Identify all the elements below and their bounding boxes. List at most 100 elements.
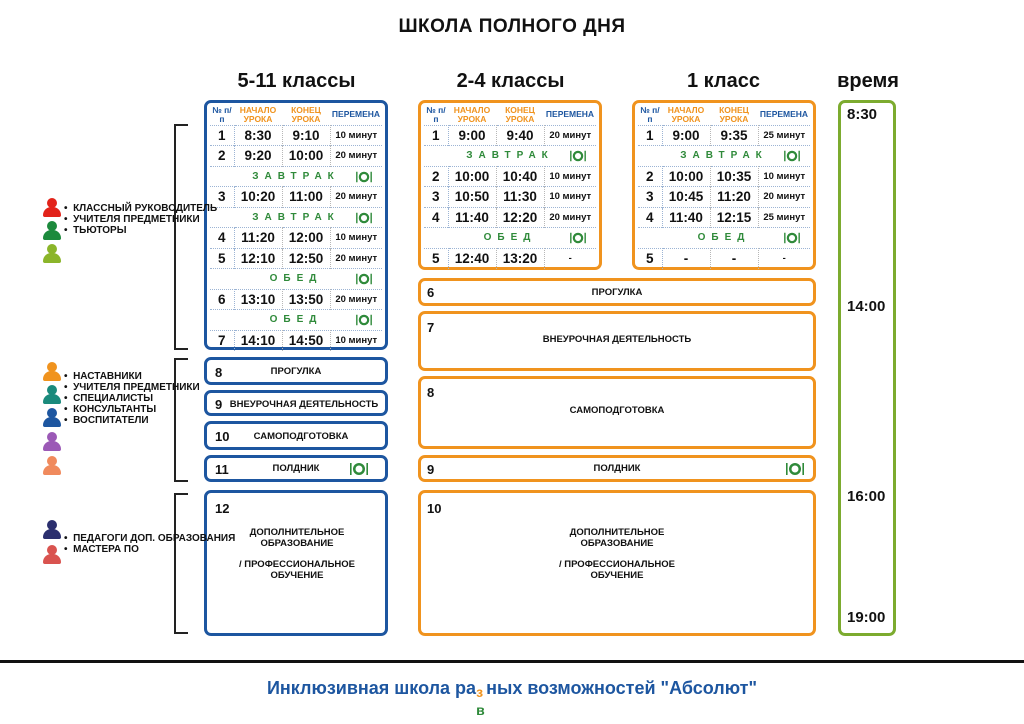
block-label: ПОЛДНИК [272,463,320,474]
block-label: ПРОГУЛКА [591,287,643,298]
meal-label: ОБЕД [424,227,596,248]
lesson-end: 13:50 [282,288,331,310]
lesson-break: 20 минут [330,288,382,310]
header-break: ПЕРЕМЕНА [759,109,809,120]
lesson-number: 4 [210,227,235,248]
legend-item: • СПЕЦИАЛИСТЫ [64,393,154,404]
meal-icon [784,150,800,162]
block-walk-1-4: 6 ПРОГУЛКА [418,278,816,306]
person-icon-salmon [43,456,61,476]
meal-row: ОБЕД [424,227,596,248]
header-num: № п/п [640,104,660,124]
lesson-break: 10 минут [330,227,382,248]
lesson-start: 12:40 [448,247,497,269]
header-break: ПЕРЕМЕНА [331,109,381,120]
meal-label: ЗАВТРАК [424,145,596,166]
meal-icon [356,212,372,223]
meal-icon [356,314,372,326]
person-icon-navy [43,520,61,540]
lesson-number: 7 [210,329,235,351]
person-icon-lime [43,244,61,264]
schedule-5-11: № п/п НАЧАЛО УРОКА КОНЕЦ УРОКА ПЕРЕМЕНА … [204,100,388,351]
block-number: 8 [215,365,223,380]
lesson-end: 12:15 [710,206,759,228]
time-label: 19:00 [847,609,886,626]
legend-item: • КОНСУЛЬТАНТЫ [64,404,157,415]
lesson-number: 6 [210,288,235,310]
header-start: НАЧАЛО УРОКА [667,104,705,124]
lesson-start: 10:20 [234,186,283,207]
lesson-number: 5 [424,247,449,269]
meal-label: ОБЕД [638,227,810,248]
lesson-start: - [662,247,711,269]
block-number: 11 [215,462,229,477]
legend-item: • ВОСПИТАТЕЛИ [64,415,149,426]
lesson-break: - [758,247,810,269]
header-start: НАЧАЛО УРОКА [453,104,491,124]
lesson-row: 5--- [638,247,810,269]
header-end: КОНЕЦ УРОКА [291,104,321,124]
block-number: 9 [427,462,435,477]
schedule-table-2-4: № п/п НАЧАЛО УРОКА КОНЕЦ УРОКА ПЕРЕМЕНА … [424,103,596,269]
lesson-number: 1 [210,124,235,146]
block-line2: / ПРОФЕССИОНАЛЬНОЕ ОБУЧЕНИЕ [558,559,675,581]
meal-icon [350,463,368,475]
lesson-break: 25 минут [758,206,810,228]
bracket-group-2 [174,358,188,482]
lesson-number: 1 [424,124,449,146]
lesson-start: 11:20 [234,227,283,248]
person-icon-blue [43,408,61,428]
block-line1: ДОПОЛНИТЕЛЬНОЕ ОБРАЗОВАНИЕ [249,527,345,549]
lesson-number: 4 [424,206,449,228]
block-number: 9 [215,397,223,412]
lesson-break: 10 минут [544,165,596,187]
bracket-group-1 [174,124,188,350]
meal-icon [786,463,804,475]
block-number: 6 [427,285,435,300]
lesson-start: 9:00 [448,124,497,146]
block-label: ВНЕУРОЧНАЯ ДЕЯТЕЛЬНОСТЬ [542,334,692,345]
block-number: 7 [427,320,435,335]
person-icon-orange [43,362,61,382]
legend-item: • УЧИТЕЛЯ ПРЕДМЕТНИКИ [64,382,200,393]
lesson-end: 14:50 [282,329,331,351]
block-number: 10 [215,429,230,444]
bracket-group-3 [174,493,188,634]
lesson-break: 20 минут [330,186,382,207]
meal-icon [784,232,800,244]
lesson-break: 10 минут [330,124,382,146]
header-start: НАЧАЛО УРОКА [239,104,277,124]
block-addl-1-4: 10 ДОПОЛНИТЕЛЬНОЕ ОБРАЗОВАНИЕ / ПРОФЕССИ… [418,490,816,636]
block-line2: / ПРОФЕССИОНАЛЬНОЕ ОБУЧЕНИЕ [238,559,355,581]
person-icon-teal [43,385,61,405]
lesson-start: 11:40 [662,206,711,228]
lesson-start: 8:30 [234,124,283,146]
person-icon-purple [43,432,61,452]
schedule-1: № п/п НАЧАЛО УРОКА КОНЕЦ УРОКА ПЕРЕМЕНА … [632,100,816,270]
meal-label: ЗАВТРАК [638,145,810,166]
lesson-break: 10 минут [544,186,596,207]
meal-icon [356,273,372,285]
meal-label: ЗАВТРАК [210,206,382,228]
column-heading-time: время [837,70,899,92]
meal-icon [356,171,372,182]
legend-item: • МАСТЕРА ПО [64,544,139,555]
block-extra-5-11: 9 ВНЕУРОЧНАЯ ДЕЯТЕЛЬНОСТЬ [204,390,388,416]
lesson-number: 2 [210,145,235,166]
lesson-start: 10:00 [662,165,711,187]
lesson-break: - [544,247,596,269]
lesson-number: 4 [638,206,663,228]
lesson-end: 10:00 [282,145,331,166]
legend-item: • КЛАССНЫЙ РУКОВОДИТЕЛЬ [64,203,218,214]
lesson-number: 5 [210,247,235,269]
